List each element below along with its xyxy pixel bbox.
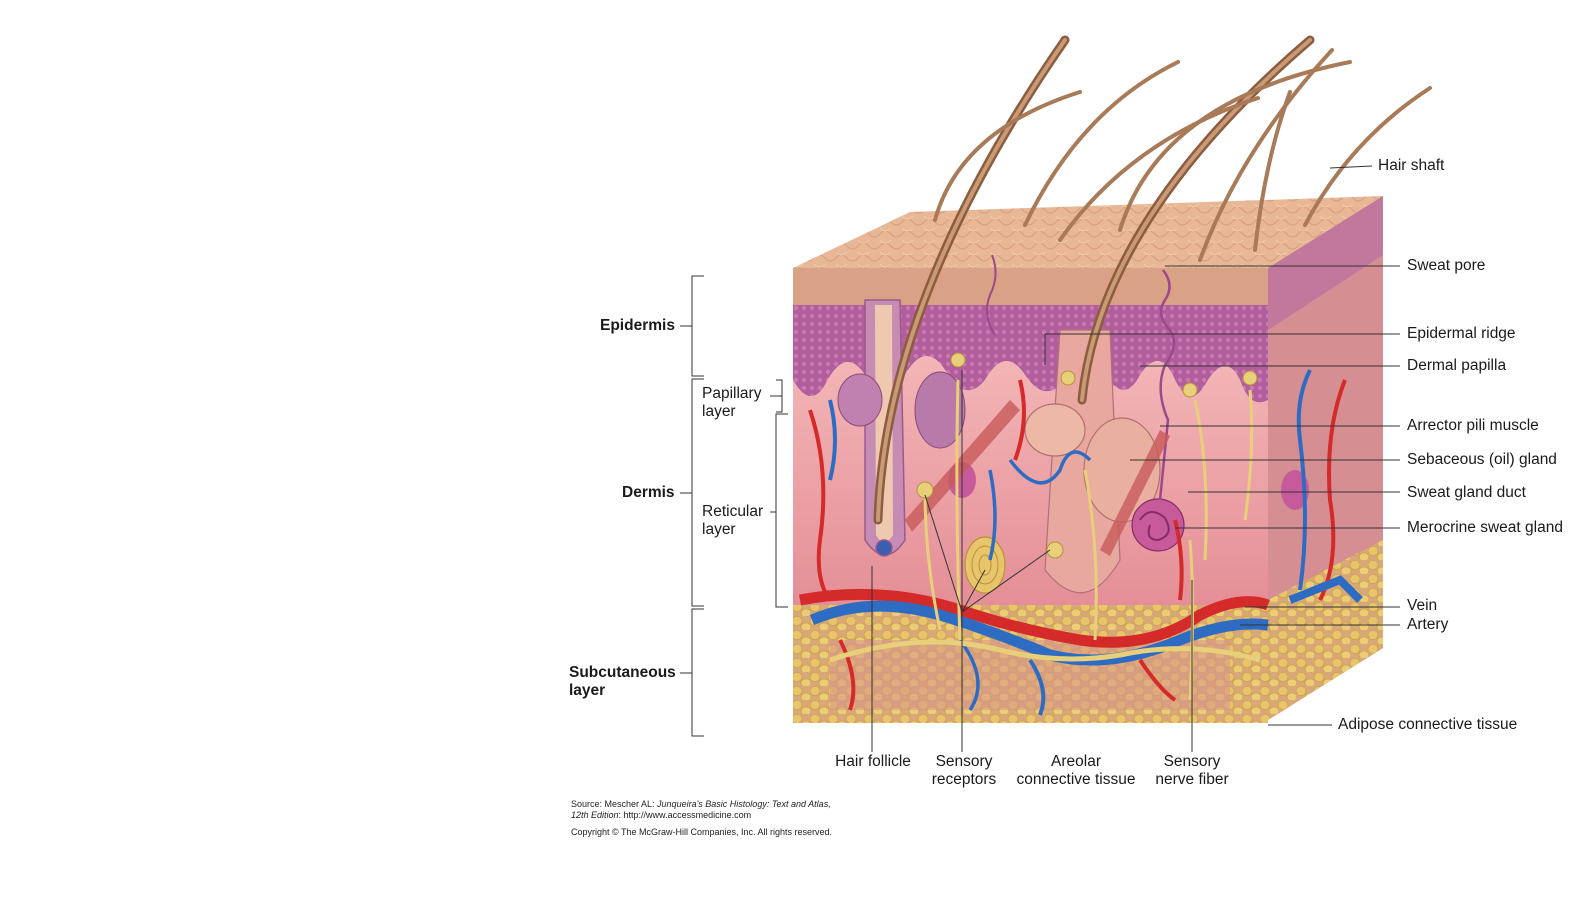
label-areolar-2: connective tissue [1016, 771, 1136, 788]
label-sweat-pore: Sweat pore [1407, 257, 1486, 274]
label-subcutaneous-1: Subcutaneous [569, 664, 676, 681]
label-sebaceous-gland: Sebaceous (oil) gland [1407, 451, 1557, 468]
label-vein: Vein [1407, 597, 1438, 614]
label-merocrine-sweat-gland: Merocrine sweat gland [1407, 519, 1563, 536]
label-artery: Artery [1407, 616, 1449, 633]
pacinian-corpuscle [964, 536, 1006, 594]
right-leader-lines [1044, 165, 1400, 726]
sweat-gland-duct [1158, 269, 1176, 501]
hair-follicle-2 [1044, 329, 1121, 594]
label-adipose: Adipose connective tissue [1338, 716, 1518, 733]
label-sensory-receptors-2: receptors [931, 771, 997, 788]
label-subcutaneous-2: layer [569, 682, 606, 699]
label-nerve-1: Sensory [1163, 753, 1221, 770]
label-sensory-receptors-1: Sensory [935, 753, 993, 770]
label-arrector-pili: Arrector pili muscle [1407, 417, 1539, 434]
label-nerve-2: nerve fiber [1155, 771, 1229, 788]
artery-main [798, 588, 1270, 648]
label-hair-shaft: Hair shaft [1378, 157, 1445, 174]
label-reticular-2: layer [702, 521, 736, 538]
vein-main [809, 600, 1269, 666]
copyright-line: Copyright © The McGraw-Hill Companies, I… [571, 827, 833, 837]
label-reticular-1: Reticular [702, 503, 764, 520]
label-epidermis: Epidermis [600, 317, 675, 334]
label-sweat-gland-duct: Sweat gland duct [1407, 484, 1526, 501]
source-line-2: 12th Edition: http://www.accessmedicine.… [571, 810, 752, 820]
label-papillary-2: layer [702, 403, 736, 420]
merocrine-sweat-gland [1131, 498, 1185, 552]
bottom-leader-lines [871, 370, 1193, 752]
label-dermis: Dermis [622, 484, 675, 501]
label-dermal-papilla: Dermal papilla [1407, 357, 1507, 374]
source-line-1: Source: Mescher AL: Junqueira's Basic Hi… [571, 799, 831, 809]
label-areolar-1: Areolar [1051, 753, 1101, 770]
label-hair-follicle: Hair follicle [835, 753, 911, 770]
left-brackets [680, 275, 788, 737]
label-papillary-1: Papillary [702, 385, 762, 402]
nerve-fiber [829, 639, 1261, 663]
hair-shafts [873, 35, 1432, 525]
label-epidermal-ridge: Epidermal ridge [1407, 325, 1516, 342]
